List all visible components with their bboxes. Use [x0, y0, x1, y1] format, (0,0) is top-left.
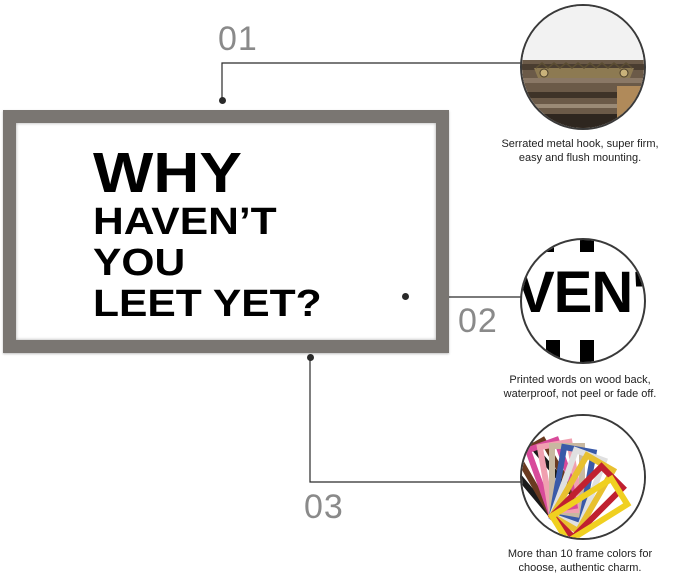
caption-03-line-2: choose, authentic charm. — [518, 562, 642, 574]
frame-colors-illustration — [522, 416, 644, 538]
caption-03-line-1: More than 10 frame colors for — [507, 548, 653, 560]
print-closeup-image: VEN' — [520, 238, 646, 364]
leader-line-03 — [309, 358, 522, 483]
closeup-zoom-text: VEN' — [520, 260, 646, 325]
framed-sign: WHY HAVEN’T YOU LEET YET? — [3, 110, 449, 353]
leader-line-01 — [221, 62, 522, 100]
hook-illustration — [522, 6, 644, 128]
callout-caption-03: More than 10 frame colors for choose, au… — [480, 547, 679, 575]
sign-line-3: YOU — [93, 242, 186, 284]
frame-colors-image — [520, 414, 646, 540]
callout-dot-02 — [402, 293, 409, 300]
sign-line-1: WHY — [93, 141, 242, 205]
caption-02-line-2: waterproof, not peel or fade off. — [503, 388, 657, 400]
callout-number-03: 03 — [304, 488, 344, 526]
closeup-bottom-strokes — [536, 340, 636, 362]
callout-caption-02: Printed words on wood back, waterproof, … — [480, 373, 679, 401]
callout-dot-01 — [219, 97, 226, 104]
sign-line-4: LEET YET? — [93, 283, 322, 325]
sign-line-2: HAVEN’T — [93, 201, 277, 243]
callout-caption-01: Serrated metal hook, super firm, easy an… — [480, 137, 679, 165]
caption-01-line-2: easy and flush mounting. — [518, 152, 642, 164]
callout-dot-03 — [307, 354, 314, 361]
callout-number-01: 01 — [218, 20, 258, 58]
caption-01-line-1: Serrated metal hook, super firm, — [501, 138, 659, 150]
caption-02-line-1: Printed words on wood back, — [509, 374, 651, 386]
callout-number-02: 02 — [458, 302, 498, 340]
hook-closeup-image — [520, 4, 646, 130]
closeup-top-strokes — [536, 240, 636, 252]
